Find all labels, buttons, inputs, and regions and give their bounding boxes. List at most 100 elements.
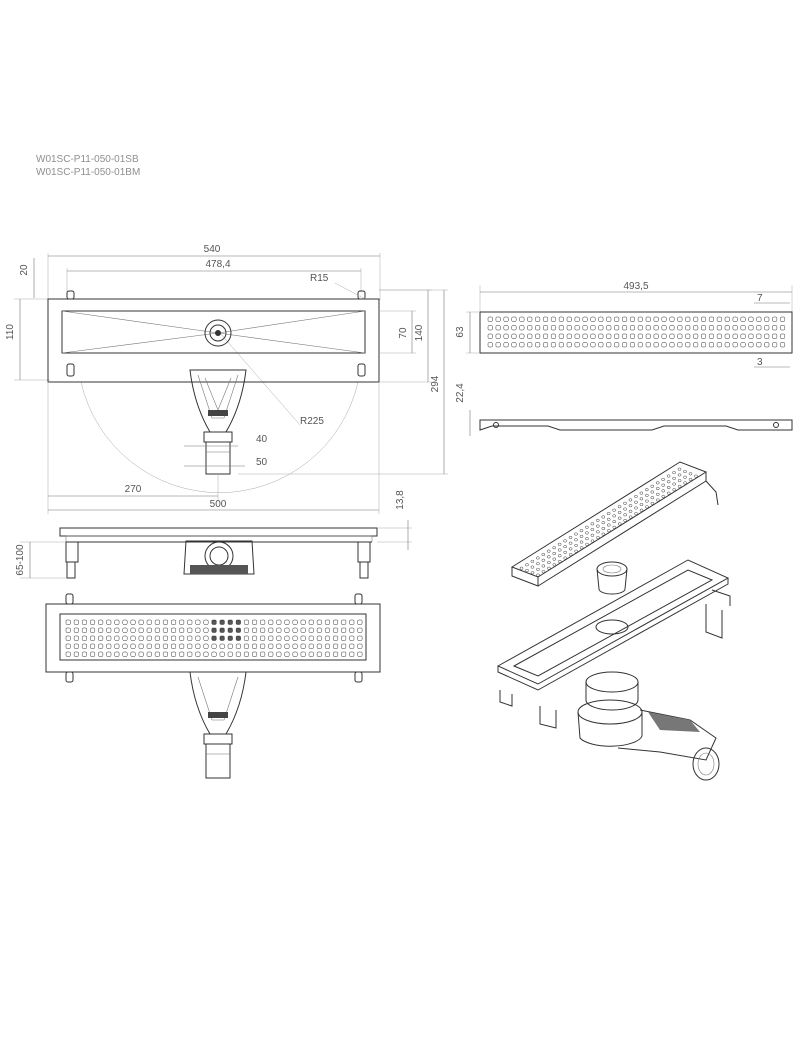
iso-hole [617, 505, 622, 509]
grate-hole [187, 651, 193, 657]
plan-hole [527, 325, 533, 331]
grate-hole [73, 643, 79, 649]
grate-hole [90, 651, 96, 657]
iso-hole [650, 496, 655, 500]
iso-hole [536, 567, 540, 571]
iso-hole [530, 571, 535, 575]
grate-hole [211, 627, 217, 633]
outlet-ring [204, 319, 232, 347]
grate-hole [324, 635, 330, 641]
plan-hole [511, 342, 517, 348]
grate-hole [333, 651, 339, 657]
grate-hole [349, 627, 355, 633]
iso-hole [574, 544, 578, 547]
iso-hole [596, 536, 600, 539]
iso-hole [623, 513, 627, 517]
grate-hole [195, 627, 201, 633]
plan-hole [780, 316, 786, 322]
plan-hole [637, 333, 643, 339]
plan-hole [622, 316, 628, 322]
iso-hole [617, 522, 622, 526]
plan-hole [543, 333, 549, 339]
plan-hole [764, 316, 770, 322]
plan-hole [558, 342, 564, 348]
plan-hole [614, 316, 620, 322]
grate-hole [73, 627, 79, 633]
grate-hole [114, 619, 120, 625]
iso-hole [590, 533, 595, 537]
grate-hole [138, 619, 144, 625]
grate-hole [341, 619, 347, 625]
iso-hole [645, 499, 649, 503]
channel-trough [61, 310, 366, 354]
grate-hole [81, 635, 87, 641]
plan-hole [708, 342, 714, 348]
grate-hole [284, 651, 290, 657]
plan-hole [629, 325, 635, 331]
plan-hole [614, 342, 620, 348]
grate-hole [324, 627, 330, 633]
grate-hole [357, 635, 363, 641]
dim-total-depth: 140 [414, 324, 425, 341]
iso-hole [656, 498, 660, 502]
iso-hole [607, 523, 611, 527]
iso-hole [568, 547, 573, 551]
grate-hole [90, 635, 96, 641]
plan-hole [732, 333, 738, 339]
grate-hole [195, 635, 201, 641]
grate-hole [227, 635, 233, 641]
iso-hole [541, 564, 546, 568]
iso-hole [525, 563, 529, 567]
grate-slot-pattern [65, 619, 363, 657]
dim-overall-with-outlet: 294 [430, 375, 441, 392]
iso-hole [519, 566, 524, 570]
grate-hole [235, 651, 241, 657]
grate-hole [333, 643, 339, 649]
grate-hole [146, 619, 152, 625]
plan-hole [550, 325, 556, 331]
iso-hole [541, 553, 546, 556]
grate-hole [260, 619, 266, 625]
grate-hole [268, 643, 274, 649]
iso-hole [612, 525, 617, 529]
grate-hole [276, 635, 282, 641]
plan-hole [756, 333, 762, 339]
iso-hole [661, 477, 665, 481]
plan-hole [527, 316, 533, 322]
grate-hole [316, 651, 322, 657]
plan-hole [519, 333, 525, 339]
dim-overall-height: 110 [5, 324, 16, 340]
grate-hole [243, 635, 249, 641]
iso-hole [557, 554, 562, 558]
plan-hole [653, 316, 659, 322]
plan-hole [503, 325, 509, 331]
plan-hole [543, 325, 549, 331]
plan-hole [732, 325, 738, 331]
grate-hole [179, 643, 185, 649]
iso-hole [590, 528, 595, 531]
plan-hole [543, 316, 549, 322]
plan-hole [732, 316, 738, 322]
top-view: 540 478,4 20 110 R225 R15 [5, 244, 448, 514]
grate-hole [252, 643, 258, 649]
plan-hole [495, 333, 501, 339]
grate-hole [284, 635, 290, 641]
plan-hole [598, 325, 604, 331]
plan-hole [740, 342, 746, 348]
iso-hole [601, 515, 605, 519]
plan-hole [637, 325, 643, 331]
grate-hole [284, 619, 290, 625]
iso-hole [634, 506, 638, 510]
plan-hole [574, 325, 580, 331]
iso-hole [617, 516, 622, 520]
plan-hole [764, 325, 770, 331]
plan-hole [637, 316, 643, 322]
grate-hole [235, 635, 241, 641]
plan-hole [503, 342, 509, 348]
plan-hole [519, 316, 525, 322]
plan-hole [543, 342, 549, 348]
iso-hole [628, 504, 633, 508]
grate-hole [219, 627, 225, 633]
grate-hole [98, 643, 104, 649]
grate-hole [349, 643, 355, 649]
